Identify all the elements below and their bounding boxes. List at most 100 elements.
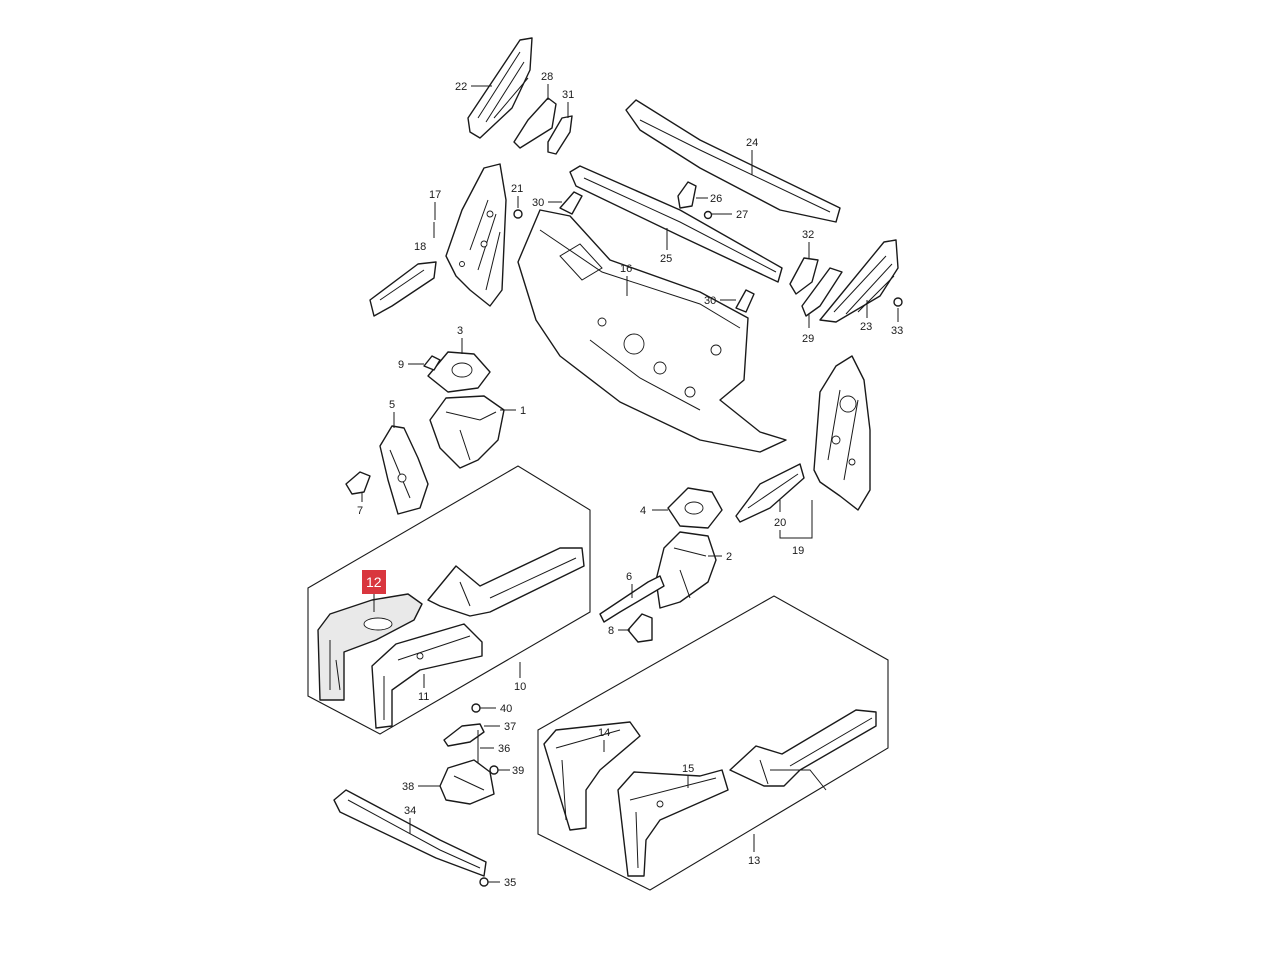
part-24-upper-cowl[interactable] (625, 99, 841, 223)
svg-text:14: 14 (598, 727, 610, 739)
part-1-strut-tower-left[interactable] (429, 395, 505, 469)
svg-text:7: 7 (357, 505, 363, 517)
svg-text:40: 40 (500, 703, 512, 715)
part-23-upper-pillar-right[interactable] (819, 239, 899, 323)
part-29-bracket[interactable] (801, 267, 843, 317)
callout-38: 38 (402, 781, 440, 793)
callout-28: 28 (541, 71, 553, 100)
callout-30-upper: 30 (532, 197, 562, 209)
part-4-strut-cap-right[interactable] (667, 487, 723, 529)
svg-text:32: 32 (802, 229, 814, 241)
part-22-upper-pillar-left[interactable] (467, 37, 533, 139)
part-12-apron-front-left[interactable] (317, 593, 423, 701)
part-8-bracket[interactable] (627, 613, 653, 643)
group-box-13 (537, 595, 889, 891)
part-30-upper-bracket[interactable] (559, 191, 583, 215)
part-17-front-pillar-left[interactable] (445, 163, 507, 307)
svg-text:39: 39 (512, 765, 524, 777)
svg-text:25: 25 (660, 253, 672, 265)
highlight-badge-12[interactable]: 12 (362, 570, 386, 612)
callout-1: 1 (500, 405, 526, 417)
callout-35: 35 (488, 877, 516, 889)
svg-text:3: 3 (457, 325, 463, 337)
callout-33: 33 (891, 308, 903, 337)
part-5-wheelhouse-left[interactable] (379, 425, 429, 515)
svg-text:15: 15 (682, 763, 694, 775)
part-25-lower-cowl[interactable] (569, 165, 783, 283)
svg-text:26: 26 (710, 193, 722, 205)
callout-11: 11 (418, 674, 429, 703)
svg-text:2: 2 (726, 551, 732, 563)
callout-2: 2 (708, 551, 732, 563)
part-15-side-member-front-right[interactable] (617, 769, 729, 877)
callout-14: 14 (598, 727, 610, 752)
svg-text:22: 22 (455, 81, 467, 93)
callout-7: 7 (357, 492, 363, 517)
svg-text:16: 16 (620, 263, 632, 275)
part-33-clip[interactable] (893, 297, 903, 307)
svg-text:1: 1 (520, 405, 526, 417)
svg-text:12: 12 (366, 574, 382, 590)
part-2-strut-tower-right[interactable] (655, 531, 717, 609)
part-10-side-member-rear[interactable] (427, 547, 585, 617)
callout-10: 10 (514, 662, 526, 693)
callout-24: 24 (746, 137, 758, 175)
svg-text:18: 18 (414, 241, 426, 253)
svg-text:9: 9 (398, 359, 404, 371)
part-37-bracket[interactable] (443, 723, 485, 747)
part-19-front-pillar-right[interactable] (813, 355, 871, 511)
svg-text:36: 36 (498, 743, 510, 755)
callout-9: 9 (398, 359, 424, 371)
svg-text:27: 27 (736, 209, 748, 221)
svg-text:30: 30 (532, 197, 544, 209)
part-16-dash-panel[interactable] (517, 209, 787, 453)
callout-22: 22 (455, 81, 492, 93)
part-6-rail-brace[interactable] (599, 575, 665, 623)
part-3-strut-cap-left[interactable] (427, 351, 491, 393)
callout-3: 3 (457, 325, 463, 354)
callout-40: 40 (480, 703, 512, 715)
svg-text:6: 6 (626, 571, 632, 583)
svg-text:35: 35 (504, 877, 516, 889)
svg-text:33: 33 (891, 325, 903, 337)
callout-27: 27 (712, 209, 748, 221)
part-26-clip[interactable] (677, 181, 697, 209)
part-21-clip[interactable] (513, 209, 523, 219)
svg-text:29: 29 (802, 333, 814, 345)
callout-13: 13 (748, 834, 760, 867)
part-13-side-member-rear-right[interactable] (729, 709, 877, 791)
svg-text:8: 8 (608, 625, 614, 637)
callout-17: 17 (429, 189, 441, 220)
callout-19: 19 (779, 500, 813, 557)
part-14-apron-front-right[interactable] (543, 721, 641, 831)
part-9-clip[interactable] (423, 355, 441, 371)
svg-text:20: 20 (774, 517, 786, 529)
callout-21: 21 (511, 183, 523, 208)
callout-18: 18 (414, 222, 435, 253)
part-20-front-rail-right[interactable] (735, 463, 805, 523)
callout-16: 16 (620, 263, 632, 296)
callout-37: 37 (484, 721, 516, 733)
part-35-bolt[interactable] (479, 877, 489, 887)
part-31-bracket[interactable] (547, 115, 573, 155)
part-32-gusset[interactable] (789, 257, 819, 295)
part-7-bracket[interactable] (345, 471, 371, 495)
part-30-lower-bracket[interactable] (735, 289, 755, 313)
svg-text:30: 30 (704, 295, 716, 307)
callout-8: 8 (608, 625, 630, 637)
svg-text:5: 5 (389, 399, 395, 411)
svg-text:13: 13 (748, 855, 760, 867)
svg-text:21: 21 (511, 183, 523, 195)
svg-text:17: 17 (429, 189, 441, 201)
svg-text:10: 10 (514, 681, 526, 693)
part-39-bolt[interactable] (489, 765, 499, 775)
part-11-side-member-front[interactable] (371, 623, 483, 729)
callout-26: 26 (696, 193, 722, 205)
part-18-front-rail-left[interactable] (369, 261, 437, 317)
part-40-nut[interactable] (471, 703, 481, 713)
callout-5: 5 (389, 399, 395, 428)
part-38-bracket[interactable] (439, 759, 495, 805)
part-27-bolt[interactable] (703, 210, 713, 220)
callout-34: 34 (404, 805, 416, 834)
callout-6: 6 (626, 571, 633, 598)
